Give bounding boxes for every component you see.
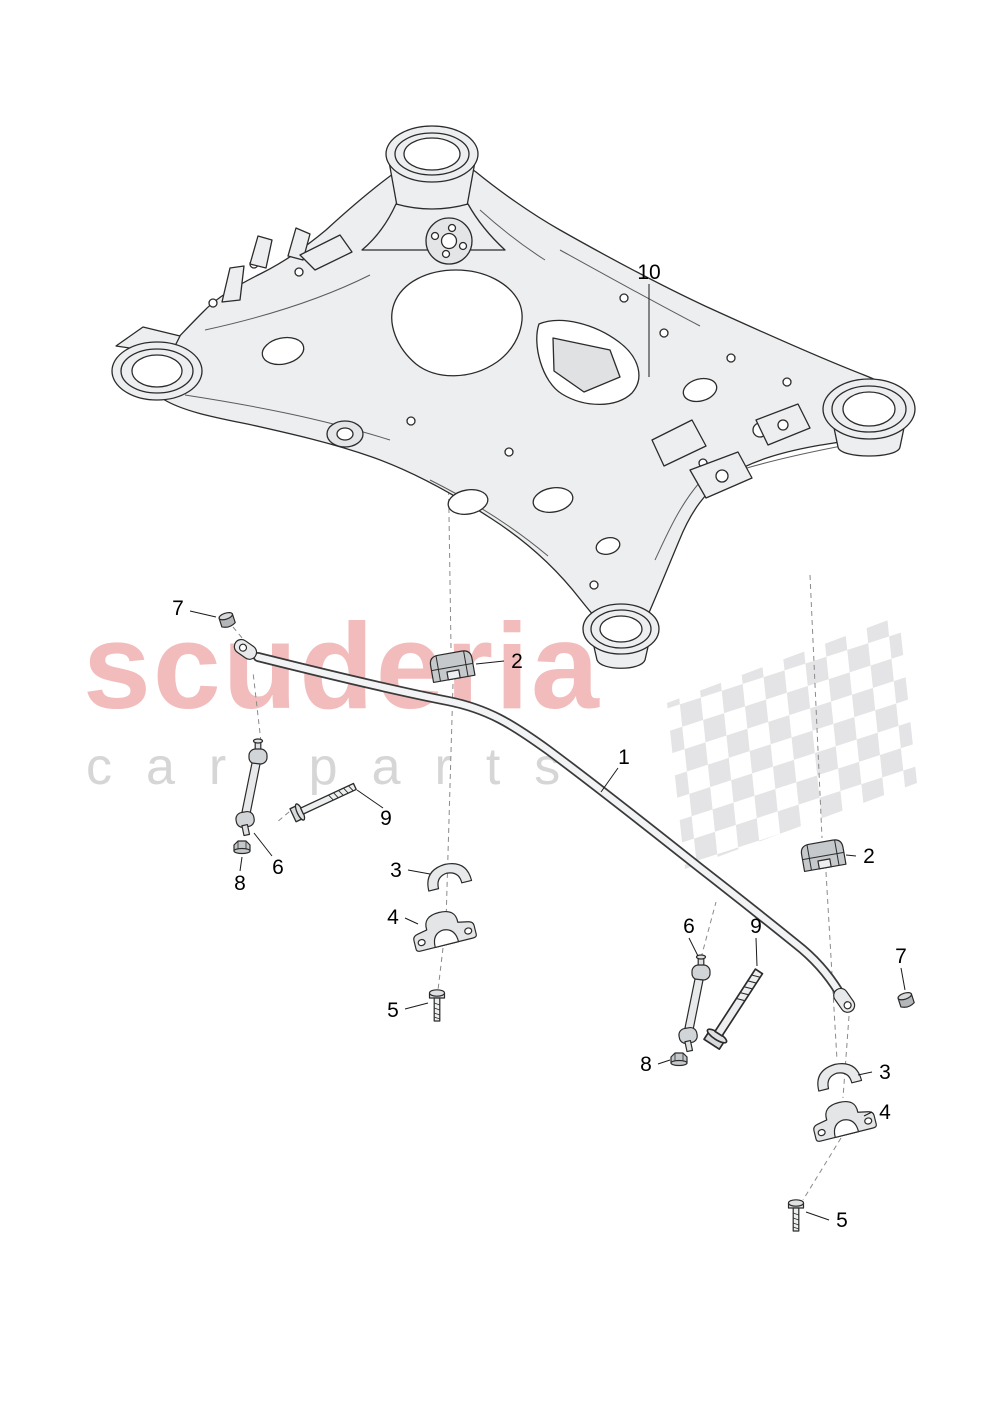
subframe-illustration [111, 125, 916, 669]
callout-9-left: 9 [380, 807, 392, 830]
callout-leader-lines [189, 284, 906, 1221]
callout-2-right: 2 [863, 845, 875, 868]
stabilizer-bar [233, 638, 856, 1013]
clamp-bracket-left [408, 904, 478, 953]
flange-nut-right [670, 1052, 688, 1067]
callout-8-right: 8 [640, 1053, 652, 1076]
clamp-half-right [812, 1058, 863, 1092]
checkered-flag-watermark [667, 616, 917, 869]
callout-5-left: 5 [387, 999, 399, 1022]
callout-7-right: 7 [895, 945, 907, 968]
flange-nut-left [233, 840, 251, 855]
callout-labels: 10 7 2 1 9 6 8 2 3 4 5 6 9 7 8 3 4 5 [172, 261, 907, 1232]
clamp-bracket-right [808, 1094, 878, 1143]
cap-part-right [896, 990, 916, 1010]
callout-9-right: 9 [750, 915, 762, 938]
bar-end-eye-left [233, 638, 258, 660]
callout-6-left: 6 [272, 856, 284, 879]
callout-1-stabilizer-bar: 1 [618, 746, 630, 769]
watermark: scuderia car parts [83, 598, 917, 869]
callout-10-subframe: 10 [637, 261, 660, 284]
callout-3-left: 3 [390, 859, 402, 882]
callout-2-left: 2 [511, 650, 523, 673]
watermark-subtitle-text: car parts [86, 738, 594, 796]
link-bolt-right [701, 964, 770, 1052]
clamp-bolt-right [787, 1199, 805, 1232]
callout-4-left: 4 [387, 906, 399, 929]
callout-6-right: 6 [683, 915, 695, 938]
rubber-mount-right [799, 837, 847, 873]
assembly-dashed-lines [232, 381, 850, 1201]
callout-7-left: 7 [172, 597, 184, 620]
bar-end-eye-right [833, 987, 856, 1013]
callout-3-right: 3 [879, 1061, 891, 1084]
callout-5-right: 5 [836, 1209, 848, 1232]
callout-4-right: 4 [879, 1101, 891, 1124]
clamp-bolt-left [428, 989, 446, 1022]
callout-8-left: 8 [234, 872, 246, 895]
watermark-brand-text: scuderia [83, 598, 601, 734]
